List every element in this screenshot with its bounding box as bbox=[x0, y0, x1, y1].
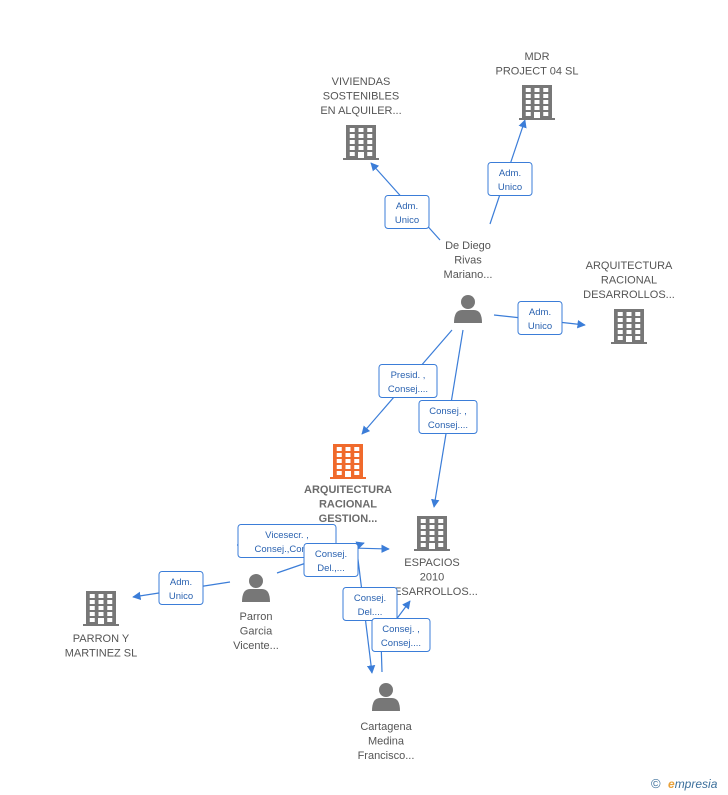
node-label: ARQUITECTURA RACIONAL GESTION... bbox=[304, 484, 392, 525]
edge-label-text: Consej. , bbox=[382, 624, 420, 635]
node-label: MDR PROJECT 04 SL bbox=[496, 51, 579, 78]
node-label-line: RACIONAL bbox=[319, 499, 377, 511]
edge-label-text: Consej.... bbox=[428, 420, 468, 431]
edge-label-text: Unico bbox=[498, 182, 522, 193]
edge-label-e4[interactable]: Presid. , Consej.... bbox=[378, 364, 438, 398]
building-icon[interactable] bbox=[519, 85, 555, 120]
node-parronsl[interactable]: PARRON Y MARTINEZ SL bbox=[65, 591, 138, 660]
edge-label-box bbox=[342, 587, 398, 621]
brand-initial: e bbox=[668, 777, 675, 791]
node-label: VIVIENDAS SOSTENIBLES EN ALQUILER... bbox=[320, 76, 401, 117]
node-label-line: Rivas bbox=[454, 255, 482, 267]
building-icon[interactable] bbox=[343, 125, 379, 160]
edge-label-text: Adm. bbox=[170, 577, 192, 588]
edge-label-e5[interactable]: Consej. , Consej.... bbox=[418, 400, 478, 434]
node-label-line: Garcia bbox=[240, 626, 273, 638]
edge-label-box bbox=[517, 301, 563, 335]
edge-label-box bbox=[371, 618, 431, 652]
person-icon[interactable] bbox=[454, 295, 482, 323]
node-label-line: 2010 bbox=[420, 572, 444, 584]
edge-label-text: Adm. bbox=[529, 307, 551, 318]
node-label-line: Vicente... bbox=[233, 640, 279, 652]
node-mdr[interactable]: MDR PROJECT 04 SL bbox=[496, 51, 579, 120]
edge-label-box bbox=[158, 571, 204, 605]
building-icon[interactable] bbox=[414, 516, 450, 551]
copyright-symbol: © bbox=[651, 776, 661, 791]
building-icon[interactable] bbox=[330, 444, 366, 479]
node-label-line: Cartagena bbox=[360, 721, 412, 733]
node-label-line: PROJECT 04 SL bbox=[496, 66, 579, 78]
edge-label-text: Vicesecr. , bbox=[265, 530, 309, 541]
edge-label-text: Del.,... bbox=[317, 563, 344, 574]
empresia-logo[interactable]: empresia bbox=[668, 777, 717, 791]
edge-label-box bbox=[418, 400, 478, 434]
node-label-line: MDR bbox=[524, 51, 549, 63]
edge-label-box bbox=[487, 162, 533, 196]
node-label-line: VIVIENDAS bbox=[332, 76, 391, 88]
edge-label-e7[interactable]: Consej. Del.,... bbox=[303, 543, 359, 577]
edge-label-text: Consej.,Cons... bbox=[255, 544, 320, 555]
node-label-line: Francisco... bbox=[358, 750, 415, 762]
node-label-line: SOSTENIBLES bbox=[323, 91, 399, 103]
node-label-line: EN ALQUILER... bbox=[320, 105, 401, 117]
node-label-line: ARQUITECTURA bbox=[586, 260, 673, 272]
building-icon[interactable] bbox=[611, 309, 647, 344]
edge-label-text: Unico bbox=[395, 215, 419, 226]
node-label: ARQUITECTURA RACIONAL DESARROLLOS... bbox=[583, 260, 675, 301]
node-label-line: DESARROLLOS... bbox=[386, 586, 478, 598]
edge-label-text: Presid. , bbox=[391, 370, 426, 381]
edge-label-box bbox=[378, 364, 438, 398]
node-label-line: Medina bbox=[368, 736, 405, 748]
node-label-line: MARTINEZ SL bbox=[65, 648, 138, 660]
node-argestion[interactable]: ARQUITECTURA RACIONAL GESTION... bbox=[304, 444, 392, 525]
node-label-line: RACIONAL bbox=[601, 275, 657, 287]
node-ardesarrollos[interactable]: ARQUITECTURA RACIONAL DESARROLLOS... bbox=[583, 260, 675, 344]
edge-label-e2[interactable]: Adm. Unico bbox=[384, 195, 430, 229]
building-icon[interactable] bbox=[83, 591, 119, 626]
node-label-line: ARQUITECTURA bbox=[304, 484, 392, 496]
edge-label-text: Consej. bbox=[354, 593, 386, 604]
node-label-line: Mariano... bbox=[444, 269, 493, 281]
node-label-line: Parron bbox=[239, 611, 272, 623]
edge-label-text: Consej.... bbox=[381, 638, 421, 649]
edge-label-text: Adm. bbox=[396, 201, 418, 212]
node-label-line: ESPACIOS bbox=[404, 557, 459, 569]
edge-label-text: Del.... bbox=[358, 607, 383, 618]
edge-label-e8[interactable]: Adm. Unico bbox=[158, 571, 204, 605]
brand-rest: mpresia bbox=[674, 777, 718, 791]
edge-label-text: Consej. bbox=[315, 549, 347, 560]
edge-label-text: Adm. bbox=[499, 168, 521, 179]
node-label-line: GESTION... bbox=[319, 513, 378, 525]
edge-label-text: Unico bbox=[528, 321, 552, 332]
node-label-line: DESARROLLOS... bbox=[583, 289, 675, 301]
person-icon[interactable] bbox=[372, 683, 400, 711]
edge-label-text: Consej.... bbox=[388, 384, 428, 395]
node-label-line: De Diego bbox=[445, 240, 491, 252]
node-viviendas[interactable]: VIVIENDAS SOSTENIBLES EN ALQUILER... bbox=[320, 76, 402, 160]
edge-label-box bbox=[303, 543, 359, 577]
edge-label-box bbox=[384, 195, 430, 229]
edge-label-text: Consej. , bbox=[429, 406, 467, 417]
person-icon[interactable] bbox=[242, 574, 270, 602]
node-label-line: PARRON Y bbox=[73, 633, 130, 645]
edge-label-e1[interactable]: Adm. Unico bbox=[487, 162, 533, 196]
edge-label-e10[interactable]: Consej. , Consej.... bbox=[371, 618, 431, 652]
edge-label-e9[interactable]: Consej. Del.... bbox=[342, 587, 398, 621]
edge-label-text: Unico bbox=[169, 591, 193, 602]
node-label: PARRON Y MARTINEZ SL bbox=[65, 633, 138, 660]
edge-label-e3[interactable]: Adm. Unico bbox=[517, 301, 563, 335]
